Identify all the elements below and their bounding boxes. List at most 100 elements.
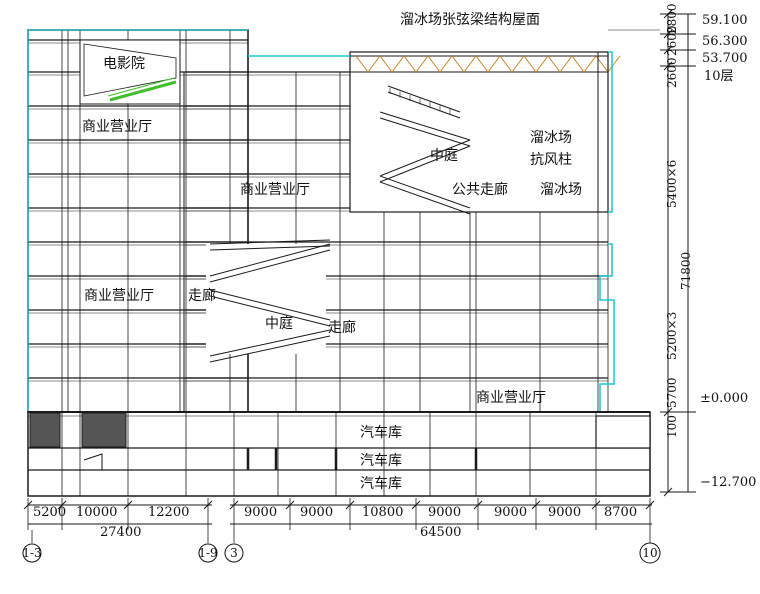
- corridor-label-b: 走廊: [328, 319, 356, 336]
- basement-right-box: [595, 415, 651, 449]
- axis-bubble-10: 10: [639, 542, 661, 564]
- hall-label-c: 商业营业厅: [84, 288, 154, 304]
- corridor-label-a: 走廊: [188, 287, 216, 304]
- cinema-stair-green-b: [107, 77, 175, 97]
- stair-top-d: [387, 85, 461, 113]
- basement-dark-b: [81, 412, 127, 448]
- truss-diagonal: [475, 55, 489, 73]
- truss-diagonal: [379, 55, 393, 73]
- bdim-9000-e: 9000: [548, 505, 581, 520]
- elevation-zero: ±0.000: [700, 391, 748, 406]
- public-corridor-label: 公共走廊: [452, 181, 508, 198]
- bdim-slash: [23, 500, 33, 510]
- vdim-2600-a: 2600: [665, 25, 679, 56]
- hall-label-a: 商业营业厅: [82, 119, 152, 135]
- cinema-seating: [83, 43, 177, 97]
- stair-bottom-a: [209, 239, 331, 245]
- stair-bottom-c: [209, 295, 331, 327]
- bdim-10800: 10800: [362, 505, 403, 520]
- bdim-slash: [473, 500, 483, 510]
- svg-text:10: 10: [642, 546, 657, 560]
- truss-diagonal: [535, 55, 549, 73]
- stair-top-a: [379, 117, 471, 147]
- bdim-5200: 5200: [33, 505, 66, 520]
- bdim-slash: [285, 500, 295, 510]
- garage-label-b: 汽车库: [360, 452, 402, 469]
- truss-diagonal: [451, 55, 465, 73]
- truss-diagonal: [547, 55, 561, 73]
- bdim-total-64500: 64500: [420, 525, 461, 540]
- bdim-slash: [531, 500, 541, 510]
- atrium-label-bottom: 中庭: [265, 315, 293, 332]
- bdim-slash: [645, 500, 655, 510]
- garage-label-a: 汽车库: [360, 424, 402, 441]
- vdim-100: 100: [665, 415, 679, 438]
- vdim-5200x3: 5200×3: [665, 312, 679, 360]
- svg-text:3: 3: [230, 546, 238, 560]
- atrium-void-top: [386, 80, 466, 208]
- truss-diagonal: [355, 55, 369, 73]
- hall-label-d: 商业营业厅: [476, 390, 546, 406]
- truss-diagonal: [367, 55, 381, 73]
- truss-diagonal: [523, 55, 537, 73]
- bdim-12200: 12200: [148, 505, 189, 520]
- vdim-71800: 71800: [679, 252, 693, 290]
- elevation-minus-12700: −12.700: [700, 475, 756, 490]
- svg-text:1-9: 1-9: [198, 546, 217, 560]
- ramp-mark: [83, 453, 103, 470]
- floor-10-label: 10层: [704, 69, 734, 84]
- bdim-slash: [123, 500, 133, 510]
- truss-diagonal: [403, 55, 417, 73]
- bdim-slash: [57, 500, 67, 510]
- truss-diagonal: [415, 55, 429, 73]
- bdim-slash: [591, 500, 601, 510]
- garage-label-c: 汽车库: [360, 475, 402, 492]
- wind-column: [597, 51, 609, 213]
- vdim-slash: [663, 407, 673, 417]
- cinema-stair-green: [109, 80, 177, 102]
- truss-diagonal: [583, 55, 597, 73]
- truss-diagonal: [607, 55, 621, 73]
- bdim-slash: [411, 500, 421, 510]
- stair-bottom-d: [209, 335, 331, 363]
- stair-bottom-c: [209, 289, 331, 321]
- axis-bubble-3: 3: [224, 543, 244, 563]
- truss-diagonal: [487, 55, 501, 73]
- bdim-8700: 8700: [604, 505, 637, 520]
- bdim-total-27400: 27400: [100, 525, 141, 540]
- stair-top-c: [379, 175, 471, 209]
- truss-diagonal: [571, 55, 585, 73]
- stair-bottom-a: [209, 245, 331, 251]
- bdim-9000-d: 9000: [494, 505, 527, 520]
- cinema-label: 电影院: [103, 56, 145, 72]
- vdim-slash: [663, 487, 673, 497]
- bdim-10000: 10000: [76, 505, 117, 520]
- elevation-53700: 53.700: [702, 51, 748, 66]
- truss-diagonal: [463, 55, 477, 73]
- stair-top-b: [379, 145, 471, 183]
- truss-diagonal: [439, 55, 453, 73]
- vdim-slash: [663, 61, 673, 71]
- roof-label: 溜冰场张弦梁结构屋面: [400, 12, 540, 28]
- hall-label-b: 商业营业厅: [240, 182, 310, 198]
- wind-column-label: 抗风柱: [530, 152, 572, 168]
- axis-bubble-1-9: 1-9: [198, 543, 218, 563]
- bdim-9000-c: 9000: [428, 505, 461, 520]
- truss-diagonal: [511, 55, 525, 73]
- bdim-slash: [203, 500, 213, 510]
- truss-diagonal: [391, 55, 405, 73]
- truss-diagonal: [559, 55, 573, 73]
- vdim-slash: [663, 45, 673, 55]
- truss-diagonal: [427, 55, 441, 73]
- bdim-slash: [345, 500, 355, 510]
- vdim-2800: 2800: [665, 3, 679, 34]
- bdim-9000-b: 9000: [300, 505, 333, 520]
- basement-dark-a: [29, 412, 61, 448]
- svg-text:1-3: 1-3: [22, 546, 41, 560]
- cyan-skin-lower: [599, 243, 615, 412]
- stair-bottom-d: [209, 329, 331, 357]
- rink-label-a: 溜冰场: [530, 130, 572, 146]
- stair-top-b: [379, 139, 471, 177]
